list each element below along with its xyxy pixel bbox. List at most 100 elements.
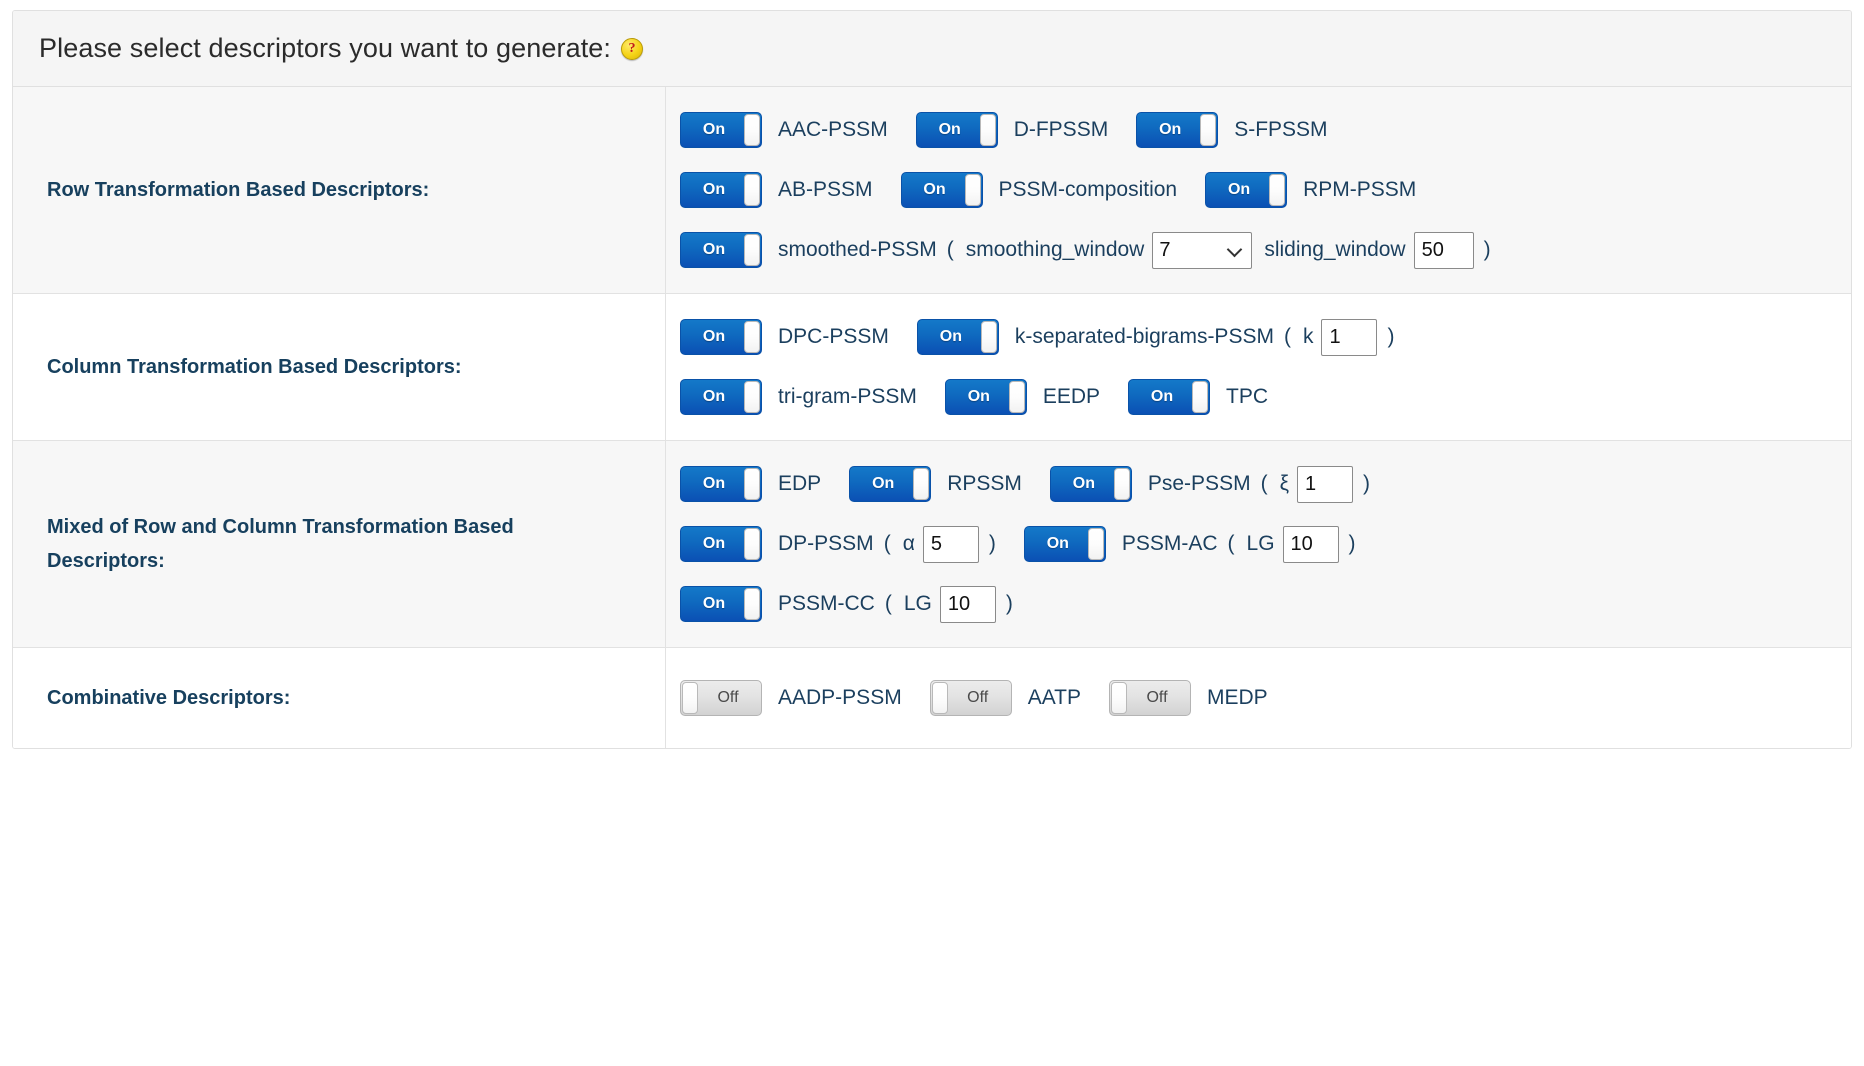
param-label-smoothing-window: smoothing_window	[965, 238, 1145, 261]
toggle-state-label: On	[1072, 475, 1095, 492]
close-paren: )	[1362, 472, 1370, 495]
descriptor-label-dpc-pssm: DPC-PSSM	[778, 325, 889, 348]
descriptor-tpc: On TPC	[1128, 379, 1268, 415]
descriptor-label-smoothed-pssm: smoothed-PSSM	[778, 238, 937, 261]
toggle-state-label: Off	[1146, 689, 1168, 706]
param-input-sliding-window[interactable]	[1413, 231, 1474, 269]
toggle-knob	[1269, 174, 1286, 206]
toggle-aadp-pssm[interactable]: Off	[680, 680, 762, 716]
toggle-state-label: On	[1227, 181, 1251, 198]
toggle-state-label: On	[702, 181, 726, 198]
toggle-rpssm[interactable]: On	[849, 466, 932, 502]
section-label-cell: Column Transformation Based Descriptors:	[13, 294, 666, 440]
toggle-state-label: On	[702, 328, 726, 345]
param-label-sliding-window: sliding_window	[1264, 238, 1406, 261]
toggle-pssm-cc[interactable]: On	[680, 586, 762, 622]
param-label-lg: LG	[1246, 532, 1275, 555]
toggle-state-label: On	[872, 475, 895, 492]
toggle-medp[interactable]: Off	[1109, 680, 1191, 716]
descriptor-label-aatp: AATP	[1027, 686, 1081, 709]
descriptor-label-d-fpssm: D-FPSSM	[1013, 118, 1109, 141]
help-icon[interactable]: ?	[621, 37, 644, 60]
section-controls: OnEDPOnRPSSMOnPse-PSSM(ξ)OnDP-PSSM(α)OnP…	[666, 441, 1851, 647]
descriptor-label-tpc: TPC	[1226, 385, 1269, 408]
close-paren: )	[988, 532, 996, 555]
panel-header: Please select descriptors you want to ge…	[13, 11, 1851, 87]
toggle-knob	[1111, 682, 1127, 714]
descriptor-label-medp: MEDP	[1207, 686, 1268, 709]
param-select-smoothing-window[interactable]: 357911	[1152, 231, 1253, 269]
toggle-knob	[682, 682, 698, 714]
toggle-dp-pssm[interactable]: On	[680, 526, 762, 562]
param-input-lg[interactable]	[1282, 525, 1339, 563]
param-input-k[interactable]	[1321, 318, 1378, 356]
descriptor-label-k-separated-bigrams-pssm: k-separated-bigrams-PSSM	[1014, 325, 1274, 348]
descriptor-selection-panel: Please select descriptors you want to ge…	[12, 10, 1852, 749]
section-title: Column Transformation Based Descriptors:	[47, 356, 462, 378]
toggle-aatp[interactable]: Off	[929, 680, 1012, 716]
param-input-lg[interactable]	[939, 585, 996, 623]
param-input-item[interactable]	[1296, 465, 1353, 503]
toggle-s-fpssm[interactable]: On	[1136, 112, 1219, 148]
toggle-tri-gram-pssm[interactable]: On	[680, 379, 762, 415]
section-label-cell: Mixed of Row and Column Transformation B…	[13, 441, 666, 647]
toggle-state-label: On	[923, 181, 946, 198]
toggle-edp[interactable]: On	[680, 466, 762, 502]
open-paren: (	[1227, 532, 1235, 555]
descriptor-label-pssm-cc: PSSM-CC	[778, 592, 875, 615]
section-label-cell: Row Transformation Based Descriptors:	[13, 87, 666, 293]
toggle-tpc[interactable]: On	[1128, 379, 1211, 415]
toggle-state-label: On	[938, 121, 961, 138]
descriptor-d-fpssm: On D-FPSSM	[915, 112, 1109, 148]
toggle-state-label: On	[702, 475, 726, 492]
descriptor-rpm-pssm: On RPM-PSSM	[1205, 172, 1416, 208]
toggle-eedp[interactable]: On	[944, 379, 1027, 415]
toggle-state-label: On	[702, 535, 726, 552]
descriptor-medp: Off MEDP	[1109, 680, 1268, 716]
toggle-state-label: On	[939, 328, 962, 345]
toggle-knob	[964, 174, 981, 206]
close-paren: )	[1348, 532, 1356, 555]
open-paren: (	[883, 532, 891, 555]
toggle-state-label: On	[1159, 121, 1182, 138]
toggle-ab-pssm[interactable]: On	[680, 172, 762, 208]
descriptor-smoothed-pssm: Onsmoothed-PSSM(smoothing_window357911sl…	[680, 231, 1491, 269]
section-label-cell: Combinative Descriptors:	[13, 648, 666, 748]
toggle-state-label: On	[702, 121, 726, 138]
toggle-aac-pssm[interactable]: On	[680, 112, 762, 148]
section-mixed_row_column: Mixed of Row and Column Transformation B…	[13, 441, 1851, 648]
toggle-k-separated-bigrams-pssm[interactable]: On	[916, 319, 999, 355]
toggle-smoothed-pssm[interactable]: On	[680, 232, 762, 268]
toggle-dpc-pssm[interactable]: On	[680, 319, 762, 355]
toggle-knob	[744, 528, 760, 560]
toggle-pse-pssm[interactable]: On	[1049, 466, 1132, 502]
toggle-d-fpssm[interactable]: On	[915, 112, 998, 148]
toggle-knob	[1113, 468, 1130, 500]
toggle-pssm-ac[interactable]: On	[1023, 526, 1106, 562]
section-controls: OnDPC-PSSMOnk-separated-bigrams-PSSM(k)O…	[666, 294, 1851, 440]
close-paren: )	[1387, 325, 1395, 348]
toggle-knob	[1087, 528, 1104, 560]
toggle-pssm-composition[interactable]: On	[900, 172, 983, 208]
descriptor-label-pssm-composition: PSSM-composition	[998, 178, 1178, 201]
toggle-knob	[744, 114, 760, 146]
descriptor-pssm-composition: On PSSM-composition	[900, 172, 1178, 208]
toggle-state-label: On	[1150, 388, 1174, 405]
toggle-rpm-pssm[interactable]: On	[1205, 172, 1288, 208]
page-title: Please select descriptors you want to ge…	[39, 33, 612, 63]
param-input-item[interactable]	[922, 525, 979, 563]
close-paren: )	[1483, 238, 1491, 261]
control-row: Onsmoothed-PSSM(smoothing_window357911sl…	[680, 229, 1831, 271]
descriptor-label-rpm-pssm: RPM-PSSM	[1303, 178, 1417, 201]
toggle-knob	[744, 381, 760, 413]
